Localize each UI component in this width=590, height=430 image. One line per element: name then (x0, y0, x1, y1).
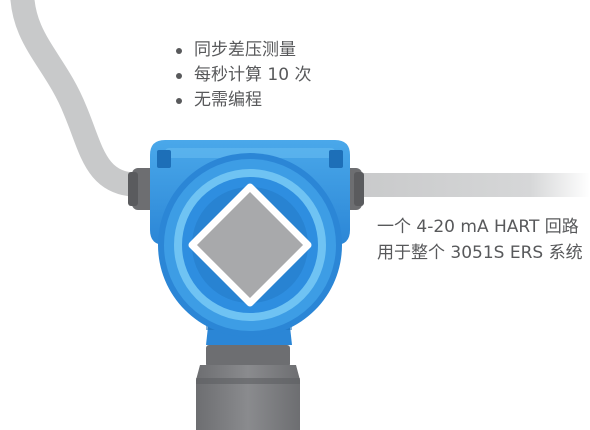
display-cover (158, 153, 342, 337)
feature-item: 同步差压测量 (176, 38, 311, 63)
feature-item: 无需编程 (176, 88, 311, 113)
lcd-display (188, 183, 312, 307)
left-cable (10, 0, 141, 197)
loop-annotation: 一个 4-20 mA HART 回路用于整个 3051S ERS 系统 (377, 217, 583, 263)
bullet-dot (176, 98, 182, 104)
bullet-dot (176, 48, 182, 54)
feature-list: 同步差压测量 每秒计算 10 次 无需编程 (176, 38, 311, 113)
sensor-module (196, 345, 300, 430)
feature-label: 每秒计算 10 次 (194, 65, 312, 85)
right-cable (350, 173, 590, 197)
feature-item: 每秒计算 10 次 (176, 63, 311, 88)
feature-label: 同步差压测量 (194, 40, 296, 60)
feature-label: 无需编程 (194, 90, 262, 110)
bullet-dot (176, 73, 182, 79)
